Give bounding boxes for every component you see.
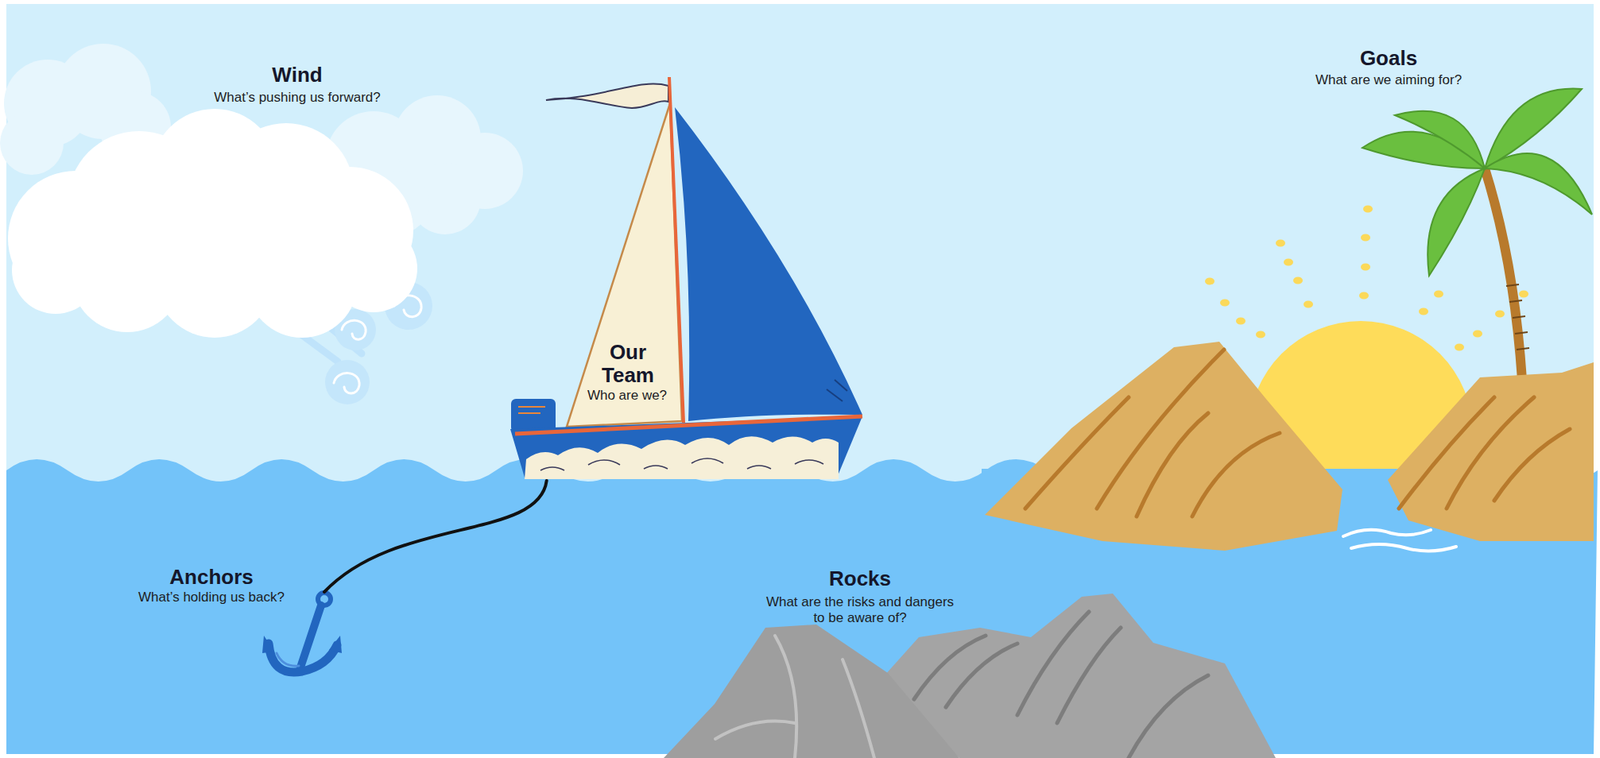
sun-rays (1204, 205, 1529, 352)
wind-swirl (341, 320, 366, 340)
sun-rays (1283, 259, 1294, 267)
rocks-shape (663, 592, 1276, 758)
back-cloud (0, 111, 64, 175)
palm-leaves (1362, 89, 1593, 276)
section-title: Anchors (169, 565, 253, 589)
sun-rays (1293, 277, 1303, 285)
sun-rays (1472, 330, 1483, 338)
hill-lines (1025, 349, 1570, 517)
anchor-shape (258, 592, 346, 688)
anchor-barbs (262, 635, 342, 654)
right-hill (1387, 362, 1594, 542)
sun-rays (1433, 290, 1444, 299)
front-rock (663, 624, 960, 758)
anchor-arms (268, 643, 338, 673)
sun-rays (1220, 299, 1230, 307)
sun-rays (1454, 344, 1465, 352)
cabin (511, 399, 556, 433)
boom (515, 416, 863, 434)
island-node: GoalsWhat are we aiming for? (981, 79, 1594, 557)
palm-leaves (1484, 153, 1593, 215)
cabin-detail (518, 406, 546, 414)
section-title: Rocks (829, 567, 892, 591)
palm-leaves (1427, 168, 1485, 276)
section-title: Goals (1359, 46, 1418, 70)
palm-leaves (1394, 111, 1485, 169)
mast (669, 77, 684, 423)
foam (524, 436, 839, 480)
section-prompt: What’s pushing us forward? (213, 89, 380, 106)
section-prompt: What are the risks and dangers to be awa… (763, 594, 958, 628)
jib-sail (566, 103, 682, 427)
palm-trunk (1484, 168, 1523, 380)
anchor-node: AnchorsWhat’s holding us back? (258, 592, 346, 688)
pennant-flag (546, 84, 669, 109)
sailboat-shape (508, 55, 867, 481)
wind-swirl (325, 360, 370, 405)
sail-seam (826, 379, 848, 402)
sun-rays (1418, 308, 1429, 316)
anchor-rope (324, 480, 547, 593)
rocks-node: RocksWhat are the risks and dangers to b… (663, 592, 1276, 758)
boat-node: Our TeamWho are we? (508, 55, 867, 481)
sun-rays (1359, 292, 1369, 300)
sun-rays (1204, 278, 1215, 286)
sun-rays (1495, 310, 1505, 318)
left-hill (984, 341, 1343, 551)
foam-lines (540, 458, 824, 471)
cloud-node: WindWhat’s pushing us forward? (7, 107, 426, 342)
sun-rays (1303, 301, 1314, 309)
water-ripple (1343, 530, 1457, 552)
anchor-shank (300, 605, 322, 668)
sun-rays (1255, 331, 1266, 339)
trunk-bands (1506, 284, 1530, 350)
section-prompt: Who are we? (587, 387, 667, 404)
wind-swirl (333, 373, 360, 394)
section-title: Wind (271, 63, 322, 87)
sun-rays (1275, 240, 1286, 248)
cloud-shape (11, 226, 100, 314)
cloud-shape (7, 108, 418, 338)
island-shape (981, 79, 1594, 557)
section-title: Our Team (584, 340, 672, 388)
anchor-shine (276, 653, 299, 667)
back-rock-lines (914, 612, 1209, 758)
section-prompt: What are we aiming for? (1315, 72, 1462, 89)
sun-rays (1235, 317, 1246, 326)
sun-rays (1360, 263, 1371, 272)
section-prompt: What’s holding us back? (138, 589, 285, 606)
sun-rays (1363, 205, 1373, 214)
front-rock-lines (715, 635, 875, 758)
cloud-shape (7, 107, 426, 342)
sun-rays (1518, 290, 1529, 299)
main-sail (674, 107, 863, 422)
sun-rays (1360, 234, 1371, 242)
